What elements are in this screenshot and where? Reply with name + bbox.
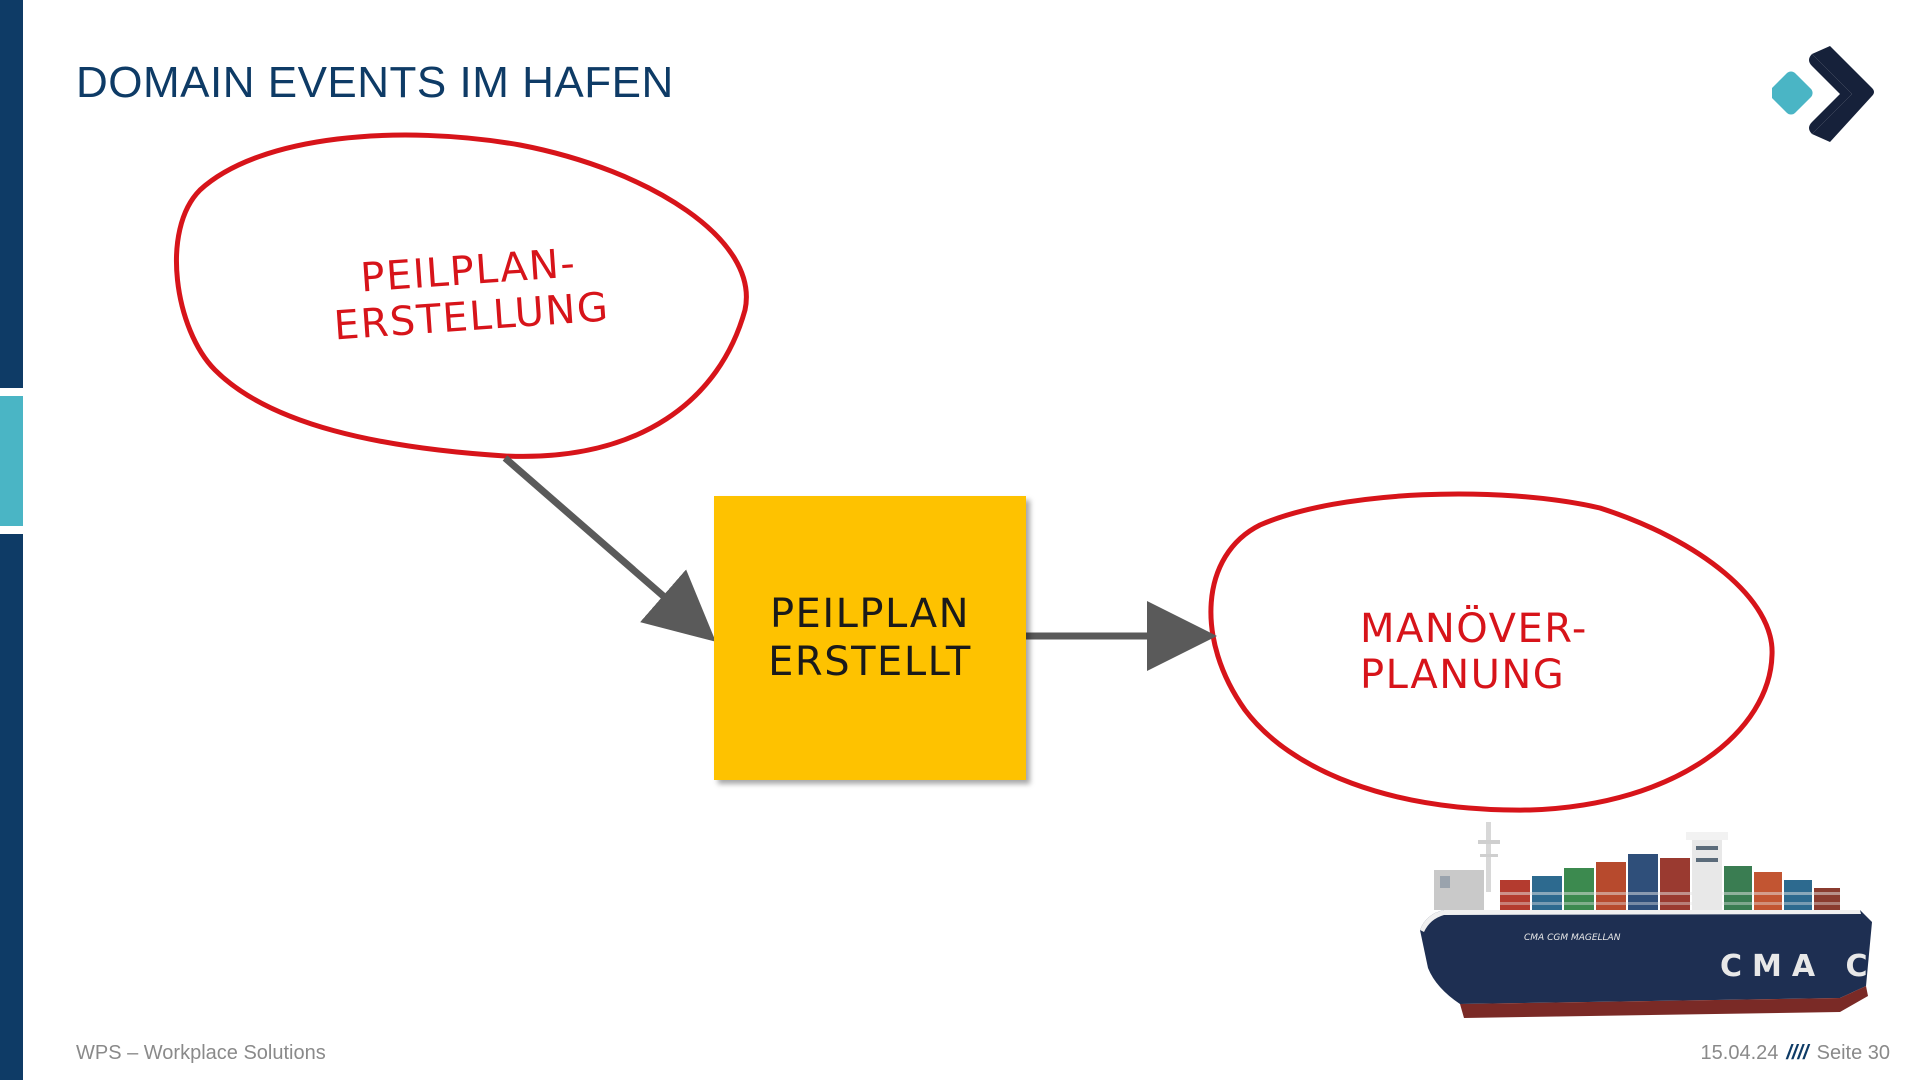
domain-event-label: PEILPLAN ERSTELLT bbox=[768, 591, 972, 685]
command-bubble-peilplan-erstellung bbox=[173, 132, 749, 459]
command-label-line-1: MANÖVER- bbox=[1360, 606, 1588, 652]
command-label-manoever-planung: MANÖVER- PLANUNG bbox=[1360, 606, 1620, 698]
footer-separator: //// bbox=[1786, 1042, 1809, 1064]
ship-hull-text: CMA CGM bbox=[1720, 949, 1872, 984]
container-stack bbox=[1500, 854, 1840, 910]
wps-logo-icon bbox=[1772, 46, 1874, 142]
container-ship-illustration: CMA CGM MAGELLAN CMA CGM bbox=[1420, 822, 1872, 1018]
side-bar-top bbox=[0, 0, 23, 388]
arrow-command-to-event bbox=[502, 455, 716, 642]
domain-event-sticky: PEILPLAN ERSTELLT bbox=[714, 496, 1026, 780]
footer-company: WPS – Workplace Solutions bbox=[76, 1042, 326, 1064]
side-bar-bottom bbox=[0, 534, 23, 1080]
slide-title: DOMAIN EVENTS IM HAFEN bbox=[76, 58, 674, 107]
side-bar-accent bbox=[0, 396, 23, 526]
footer-meta: 15.04.24 //// Seite 30 bbox=[1701, 1042, 1890, 1065]
ship-name: CMA CGM MAGELLAN bbox=[1524, 933, 1621, 943]
footer-page-number: Seite 30 bbox=[1816, 1042, 1890, 1064]
footer-date: 15.04.24 bbox=[1700, 1042, 1779, 1064]
command-bubble-manoever-planung bbox=[1208, 491, 1775, 813]
command-label-line-2: PLANUNG bbox=[1360, 652, 1566, 698]
